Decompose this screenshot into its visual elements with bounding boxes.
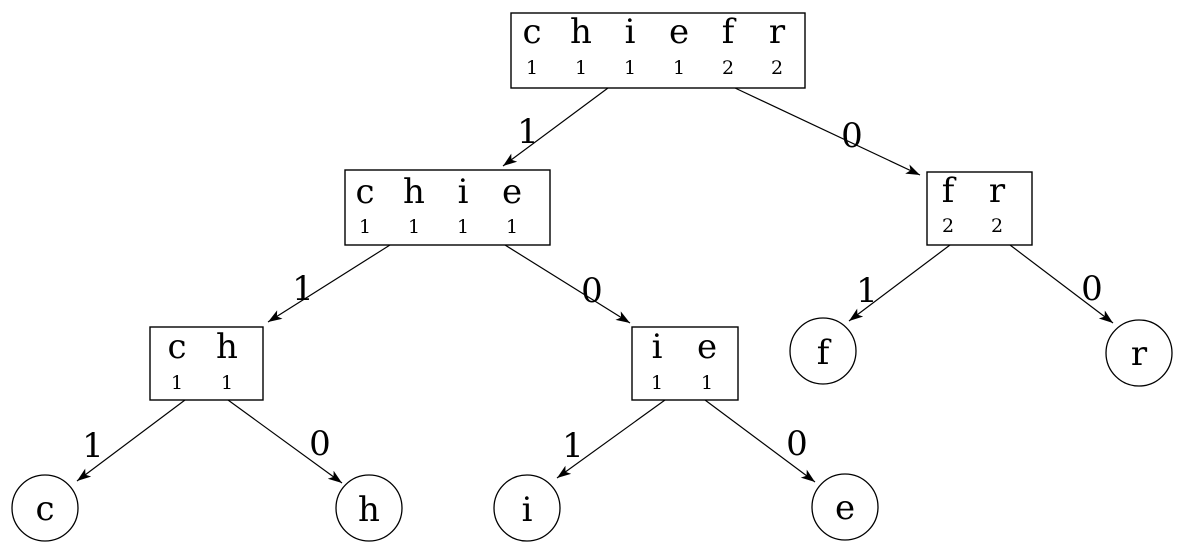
node-letter: e — [502, 172, 522, 212]
node-letter: r — [769, 12, 786, 52]
leaf-i-circle — [493, 474, 561, 542]
leaf-i: i — [493, 474, 561, 542]
leaf-r: r — [1105, 319, 1173, 387]
leaf-r-circle — [1105, 319, 1173, 387]
edge-chie-ch: 1 — [267, 244, 391, 323]
edge-line-ch-c — [76, 399, 186, 482]
edge-ch-h: 0 — [227, 399, 343, 484]
leaf-e: e — [811, 473, 879, 541]
leaf-label: e — [835, 488, 855, 528]
node-count: 1 — [575, 57, 587, 79]
node-letter: i — [458, 172, 469, 212]
node-count: 2 — [991, 215, 1003, 237]
node-letter: f — [722, 12, 737, 52]
leaf-f: f — [789, 317, 857, 385]
edge-line-fr-f — [848, 244, 951, 322]
node-count: 2 — [722, 57, 734, 79]
edge-line-ie-i — [556, 399, 666, 479]
node-count: 1 — [408, 216, 420, 238]
node-letter: i — [652, 327, 663, 367]
leaf-f-circle — [789, 317, 857, 385]
leaf-c: c — [11, 474, 79, 542]
edge-bit-label: 0 — [786, 424, 808, 464]
node-letter: e — [669, 12, 689, 52]
node-fr: f r 2 2 — [926, 171, 1033, 246]
node-ie: i e 1 1 — [631, 326, 739, 401]
node-chiefr: c h i e f r 1 1 1 1 2 2 — [510, 12, 806, 89]
edge-bit-label: 0 — [841, 116, 863, 156]
node-chie-box — [344, 169, 551, 246]
edge-line-ie-e — [704, 399, 816, 483]
leaf-c-circle — [11, 474, 79, 542]
node-count: 1 — [673, 57, 685, 79]
node-ch: c h 1 1 — [149, 326, 264, 401]
node-ie-box — [631, 326, 739, 401]
edge-bit-label: 1 — [82, 426, 104, 466]
edge-bit-label: 0 — [581, 271, 603, 311]
node-count: 2 — [942, 215, 954, 237]
node-letter: i — [625, 12, 636, 52]
leaf-label: c — [35, 489, 54, 529]
node-fr-box — [926, 171, 1033, 246]
node-chie: c h i e 1 1 1 1 — [344, 169, 551, 246]
edge-bit-label: 1 — [562, 426, 584, 466]
leaf-h: h — [335, 474, 403, 542]
node-count: 2 — [771, 57, 783, 79]
node-count: 1 — [359, 216, 371, 238]
node-letter: c — [522, 12, 541, 52]
leaf-h-circle — [335, 474, 403, 542]
edge-chiefr-chie: 1 — [502, 87, 609, 167]
node-ch-box — [149, 326, 264, 401]
node-count: 1 — [457, 216, 469, 238]
edge-fr-f: 1 — [848, 244, 951, 322]
edge-bit-label: 0 — [309, 424, 331, 464]
leaf-label: h — [358, 490, 380, 530]
node-chiefr-box — [510, 12, 806, 89]
node-count: 1 — [701, 372, 713, 394]
node-count: 1 — [506, 216, 518, 238]
edge-line-chiefr-chie — [502, 87, 609, 167]
node-count: 1 — [221, 372, 233, 394]
node-letter: h — [570, 12, 592, 52]
node-letter: c — [167, 327, 186, 367]
edge-fr-r: 0 — [1009, 244, 1114, 324]
leaf-e-circle — [811, 473, 879, 541]
node-count: 1 — [526, 57, 538, 79]
edge-line-chie-ch — [267, 244, 391, 323]
leaf-label: r — [1131, 334, 1148, 374]
edge-bit-label: 1 — [517, 112, 539, 152]
node-count: 1 — [651, 372, 663, 394]
node-letter: r — [989, 171, 1006, 211]
edge-ch-c: 1 — [76, 399, 186, 482]
node-letter: h — [216, 327, 238, 367]
leaf-label: f — [817, 333, 832, 373]
node-count: 1 — [171, 372, 183, 394]
edge-chiefr-fr: 0 — [734, 87, 921, 176]
edge-ie-e: 0 — [704, 399, 816, 483]
edge-bit-label: 1 — [856, 271, 878, 311]
node-letter: f — [942, 171, 957, 211]
node-letter: h — [403, 172, 425, 212]
edge-line-fr-r — [1009, 244, 1114, 324]
edge-line-ch-h — [227, 399, 343, 484]
edge-line-chiefr-fr — [734, 87, 921, 176]
edge-chie-ie: 0 — [504, 244, 631, 324]
edge-bit-label: 1 — [292, 269, 314, 309]
node-letter: c — [355, 172, 374, 212]
node-letter: e — [697, 327, 717, 367]
edge-bit-label: 0 — [1081, 269, 1103, 309]
edge-ie-i: 1 — [556, 399, 666, 479]
edge-line-chie-ie — [504, 244, 631, 324]
leaf-label: i — [522, 490, 533, 530]
node-count: 1 — [624, 57, 636, 79]
